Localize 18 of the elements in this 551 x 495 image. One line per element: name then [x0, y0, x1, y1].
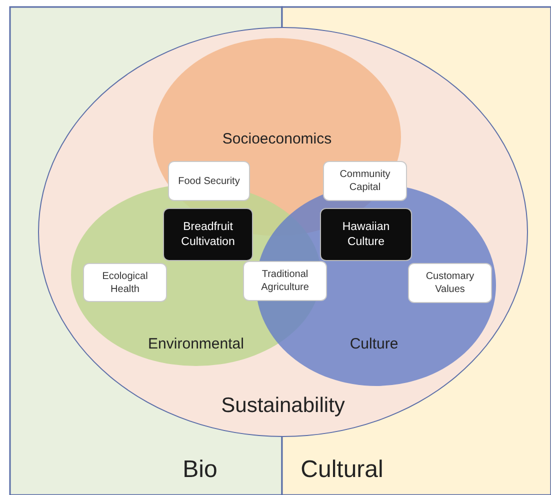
concept-box	[408, 263, 492, 303]
box-label: Breadfruit Cultivation	[180, 220, 236, 250]
box-label: Community Capital	[338, 168, 392, 194]
box-label: Food Security	[177, 174, 241, 188]
core-box	[320, 208, 412, 261]
concept-box	[243, 261, 327, 301]
core-box	[163, 208, 253, 261]
region-label: Culture	[350, 336, 398, 352]
box-label: Ecological Health	[101, 270, 149, 296]
region-label: Environmental	[148, 336, 244, 352]
region-label: Socioeconomics	[222, 130, 332, 148]
region-label: Cultural	[300, 456, 384, 484]
box-label: Hawaiian Culture	[341, 220, 391, 250]
box-label: Customary Values	[424, 270, 476, 296]
concept-box	[83, 263, 167, 302]
region-label: Sustainability	[221, 394, 345, 418]
box-label: Traditional Agriculture	[260, 268, 310, 294]
region-label: Bio	[182, 456, 218, 484]
